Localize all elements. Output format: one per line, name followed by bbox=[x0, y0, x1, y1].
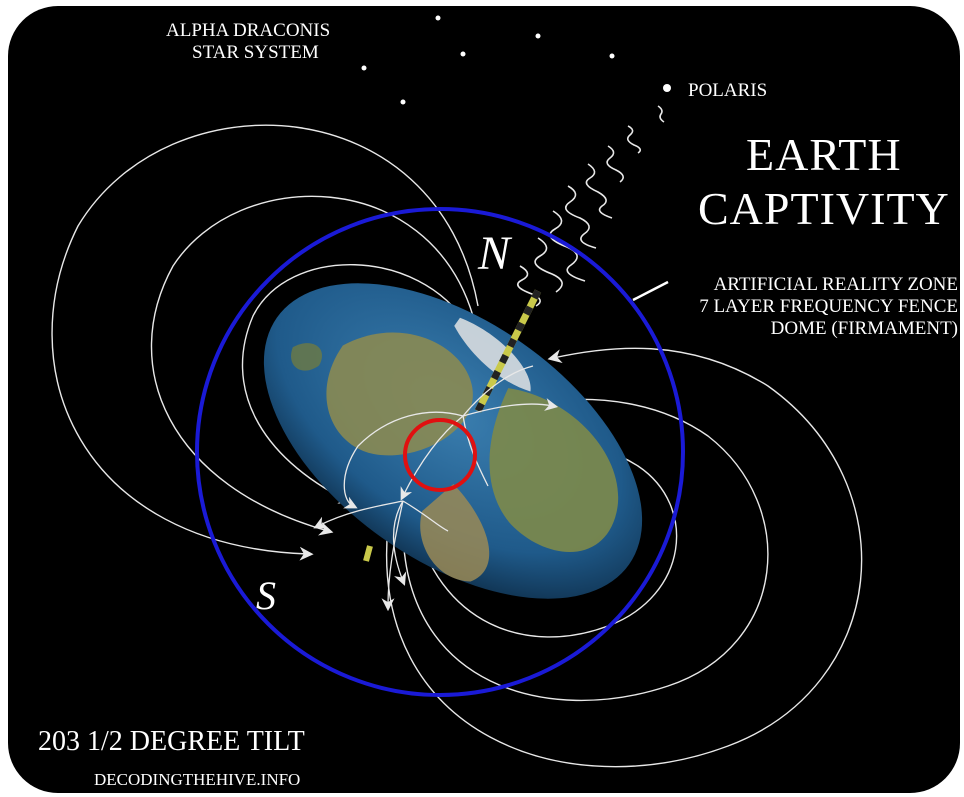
zone-pointer bbox=[632, 280, 669, 302]
star-system-label-1: ALPHA DRACONIS bbox=[166, 20, 331, 41]
website-credit: DECODINGTHEHIVE.INFO bbox=[94, 770, 301, 789]
frequency-waves bbox=[516, 105, 665, 307]
zone-label-3: DOME (FIRMAMENT) bbox=[770, 318, 958, 339]
south-pole-label: S bbox=[256, 573, 276, 618]
dome-ring bbox=[195, 207, 685, 697]
diagram-svg bbox=[51, 15, 863, 768]
title-line-2: CAPTIVITY bbox=[698, 183, 950, 234]
center-ring bbox=[403, 418, 477, 492]
zone-label-2: 7 LAYER FREQUENCY FENCE bbox=[699, 296, 958, 317]
polaris-star bbox=[663, 84, 671, 92]
zone-label-1: ARTIFICIAL REALITY ZONE bbox=[713, 274, 958, 295]
diagram-canvas: ALPHA DRACONIS STAR SYSTEM POLARIS EARTH… bbox=[8, 6, 960, 793]
title-line-1: EARTH bbox=[746, 129, 902, 180]
polaris-label: POLARIS bbox=[688, 80, 768, 101]
stars bbox=[361, 15, 671, 105]
tilt-label: 203 1/2 DEGREE TILT bbox=[38, 726, 305, 757]
star-system-label-2: STAR SYSTEM bbox=[192, 42, 319, 63]
earth-disk bbox=[263, 283, 643, 599]
north-pole-label: N bbox=[478, 227, 511, 280]
